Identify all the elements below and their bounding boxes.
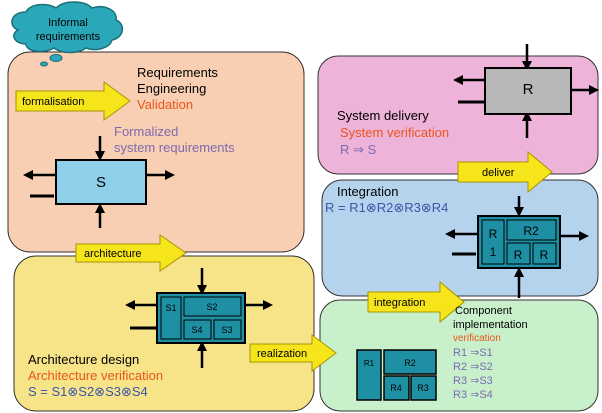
informal-requirements-cloud: Informal requirements	[11, 1, 124, 67]
formalisation-label: formalisation	[22, 96, 84, 108]
component-eq-3: R3 ⇒S3	[453, 375, 493, 387]
delivery-box-label: R	[523, 81, 534, 98]
component-eq-2: R2 ⇒S2	[453, 361, 493, 373]
requirements-title-line1: Requirements	[137, 65, 218, 80]
component-cell-r2: R2	[404, 358, 416, 368]
cloud-label-line2: requirements	[36, 31, 101, 43]
arch-cell-s4: S4	[191, 325, 202, 335]
requirements-title-line2: Engineering	[137, 81, 206, 96]
component-cell-r1: R1	[364, 359, 375, 368]
system-box-label: S	[96, 174, 106, 191]
component-cell-r3: R3	[417, 383, 429, 393]
integration-arrow-label: integration	[374, 297, 425, 309]
integration-cell-1: 1	[490, 245, 497, 259]
delivery-verification: System verification	[340, 125, 449, 140]
architecture-equation: S = S1⊗S2⊗S3⊗S4	[28, 384, 148, 399]
component-eq-1: R1 ⇒S1	[453, 347, 493, 359]
integration-cell-r2: R2	[523, 224, 539, 238]
formalized-line2: system requirements	[114, 140, 235, 155]
architecture-label: architecture	[84, 248, 141, 260]
component-eq-4: R3 ⇒S4	[453, 389, 493, 401]
architecture-title: Architecture design	[28, 352, 139, 367]
system-requirements-box: S	[23, 136, 175, 228]
component-cell-r4: R4	[390, 383, 402, 393]
integration-equation: R = R1⊗R2⊗R3⊗R4	[325, 200, 448, 215]
architecture-arrow: architecture	[75, 234, 187, 272]
component-title-line1: Component	[455, 305, 512, 317]
component-block: R1 R2 R4 R3	[356, 349, 437, 401]
integration-cell-r-right: R	[540, 248, 549, 262]
deliver-label: deliver	[482, 167, 515, 179]
architecture-verification: Architecture verification	[28, 368, 163, 383]
architecture-block: S1 S2 S4 S3	[125, 268, 273, 368]
component-verification: verification	[453, 333, 501, 344]
realization-label: realization	[257, 348, 307, 360]
arch-cell-s1: S1	[165, 303, 176, 313]
integration-cell-r-left: R	[514, 248, 523, 262]
formalisation-arrow: formalisation	[15, 81, 131, 121]
realization-arrow: realization	[249, 334, 337, 372]
delivery-equation: R ⇒ S	[340, 142, 377, 157]
integration-arrow: integration	[367, 280, 465, 324]
component-title-line2: implementation	[453, 319, 528, 331]
integration-title: Integration	[337, 184, 398, 199]
deliver-arrow: deliver	[457, 150, 553, 194]
integration-cell-r: R	[489, 227, 498, 241]
arch-cell-s2: S2	[206, 302, 217, 312]
arch-cell-s3: S3	[221, 325, 232, 335]
requirements-validation: Validation	[137, 97, 193, 112]
formalized-line1: Formalized	[114, 124, 178, 139]
integration-block: R 1 R2 R R	[445, 196, 589, 298]
delivery-block: R	[453, 44, 599, 138]
cloud-label-line1: Informal	[48, 17, 88, 29]
delivery-title: System delivery	[337, 108, 429, 123]
